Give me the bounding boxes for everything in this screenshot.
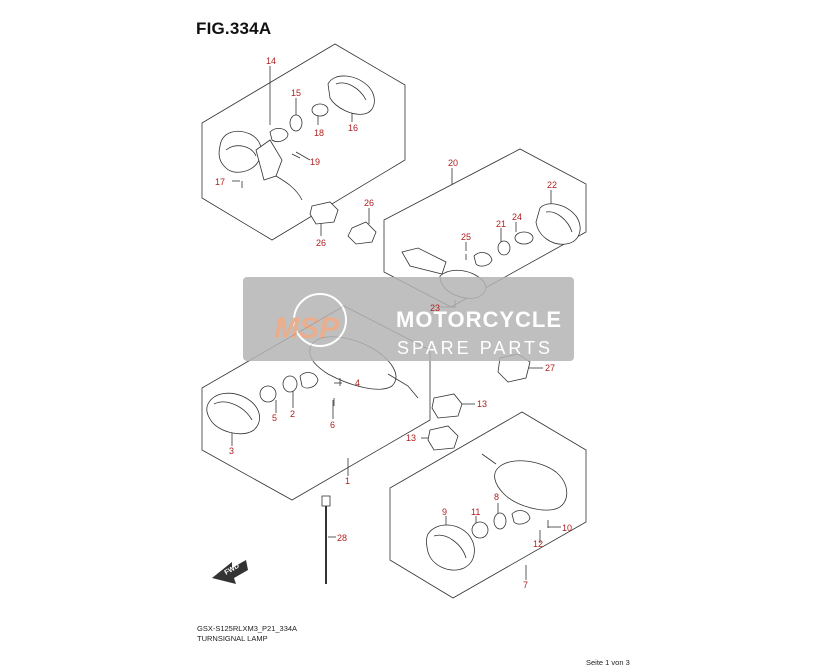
clip-13a (431, 393, 463, 419)
clip-13b (427, 425, 459, 451)
bulb-5 (259, 385, 277, 403)
callout-23: 23 (430, 303, 440, 313)
callout-9: 9 (442, 507, 447, 517)
callout-17: 17 (215, 177, 225, 187)
watermark-line2: SPARE PARTS (397, 338, 553, 358)
callouts: 14 15 18 16 19 17 20 22 24 21 25 23 26 2… (215, 56, 572, 590)
assembly-box-20 (383, 148, 587, 308)
socket-8 (493, 512, 507, 530)
callout-8: 8 (494, 492, 499, 502)
callout-21: 21 (496, 219, 506, 229)
callout-2: 2 (290, 409, 295, 419)
callout-24: 24 (512, 212, 522, 222)
housing-7 (494, 460, 568, 511)
callout-1: 1 (345, 476, 350, 486)
callout-26a: 26 (316, 238, 326, 248)
callout-3: 3 (229, 446, 234, 456)
callout-7: 7 (523, 580, 528, 590)
clip-26a (309, 201, 339, 225)
callout-18: 18 (314, 128, 324, 138)
lens-9 (426, 524, 475, 571)
lens-14 (218, 130, 262, 173)
watermark-line1: MOTORCYCLE (396, 307, 562, 332)
callout-13a: 13 (477, 399, 487, 409)
callout-25: 25 (461, 232, 471, 242)
ring-2 (282, 375, 298, 393)
callout-13b: 13 (406, 433, 416, 443)
housing-16 (327, 75, 375, 115)
bulb-24 (514, 231, 534, 245)
socket-15 (289, 114, 303, 132)
housing-22 (535, 203, 581, 245)
callout-14: 14 (266, 56, 276, 66)
bulb-18 (311, 103, 329, 117)
callout-26b: 26 (364, 198, 374, 208)
watermark-logo: MSP (274, 312, 340, 345)
figure-title: FIG.334A (196, 19, 272, 38)
callout-5: 5 (272, 413, 277, 423)
callout-15: 15 (291, 88, 301, 98)
clip-26b (347, 221, 377, 245)
bulb-11 (471, 521, 489, 539)
figure-name: TURNSIGNAL LAMP (197, 634, 268, 643)
assembly-box-7 (389, 411, 587, 599)
callout-20: 20 (448, 158, 458, 168)
forward-arrow-icon: FWD (212, 560, 248, 584)
callout-11: 11 (471, 507, 480, 517)
callout-27: 27 (545, 363, 555, 373)
callout-16: 16 (348, 123, 358, 133)
callout-6: 6 (330, 420, 335, 430)
model-code: GSX-S125RLXM3_P21_334A (197, 624, 298, 633)
callout-12: 12 (533, 539, 543, 549)
page-indicator: Seite 1 von 3 (586, 658, 630, 667)
assembly-box-14 (201, 43, 406, 241)
callout-22: 22 (547, 180, 557, 190)
ring-21 (497, 240, 511, 256)
callout-10: 10 (562, 523, 572, 533)
callout-28: 28 (337, 533, 347, 543)
watermark: MSP MOTORCYCLE SPARE PARTS (243, 277, 574, 361)
callout-4: 4 (355, 378, 360, 388)
lens-3 (206, 392, 260, 435)
callout-19: 19 (310, 157, 320, 167)
